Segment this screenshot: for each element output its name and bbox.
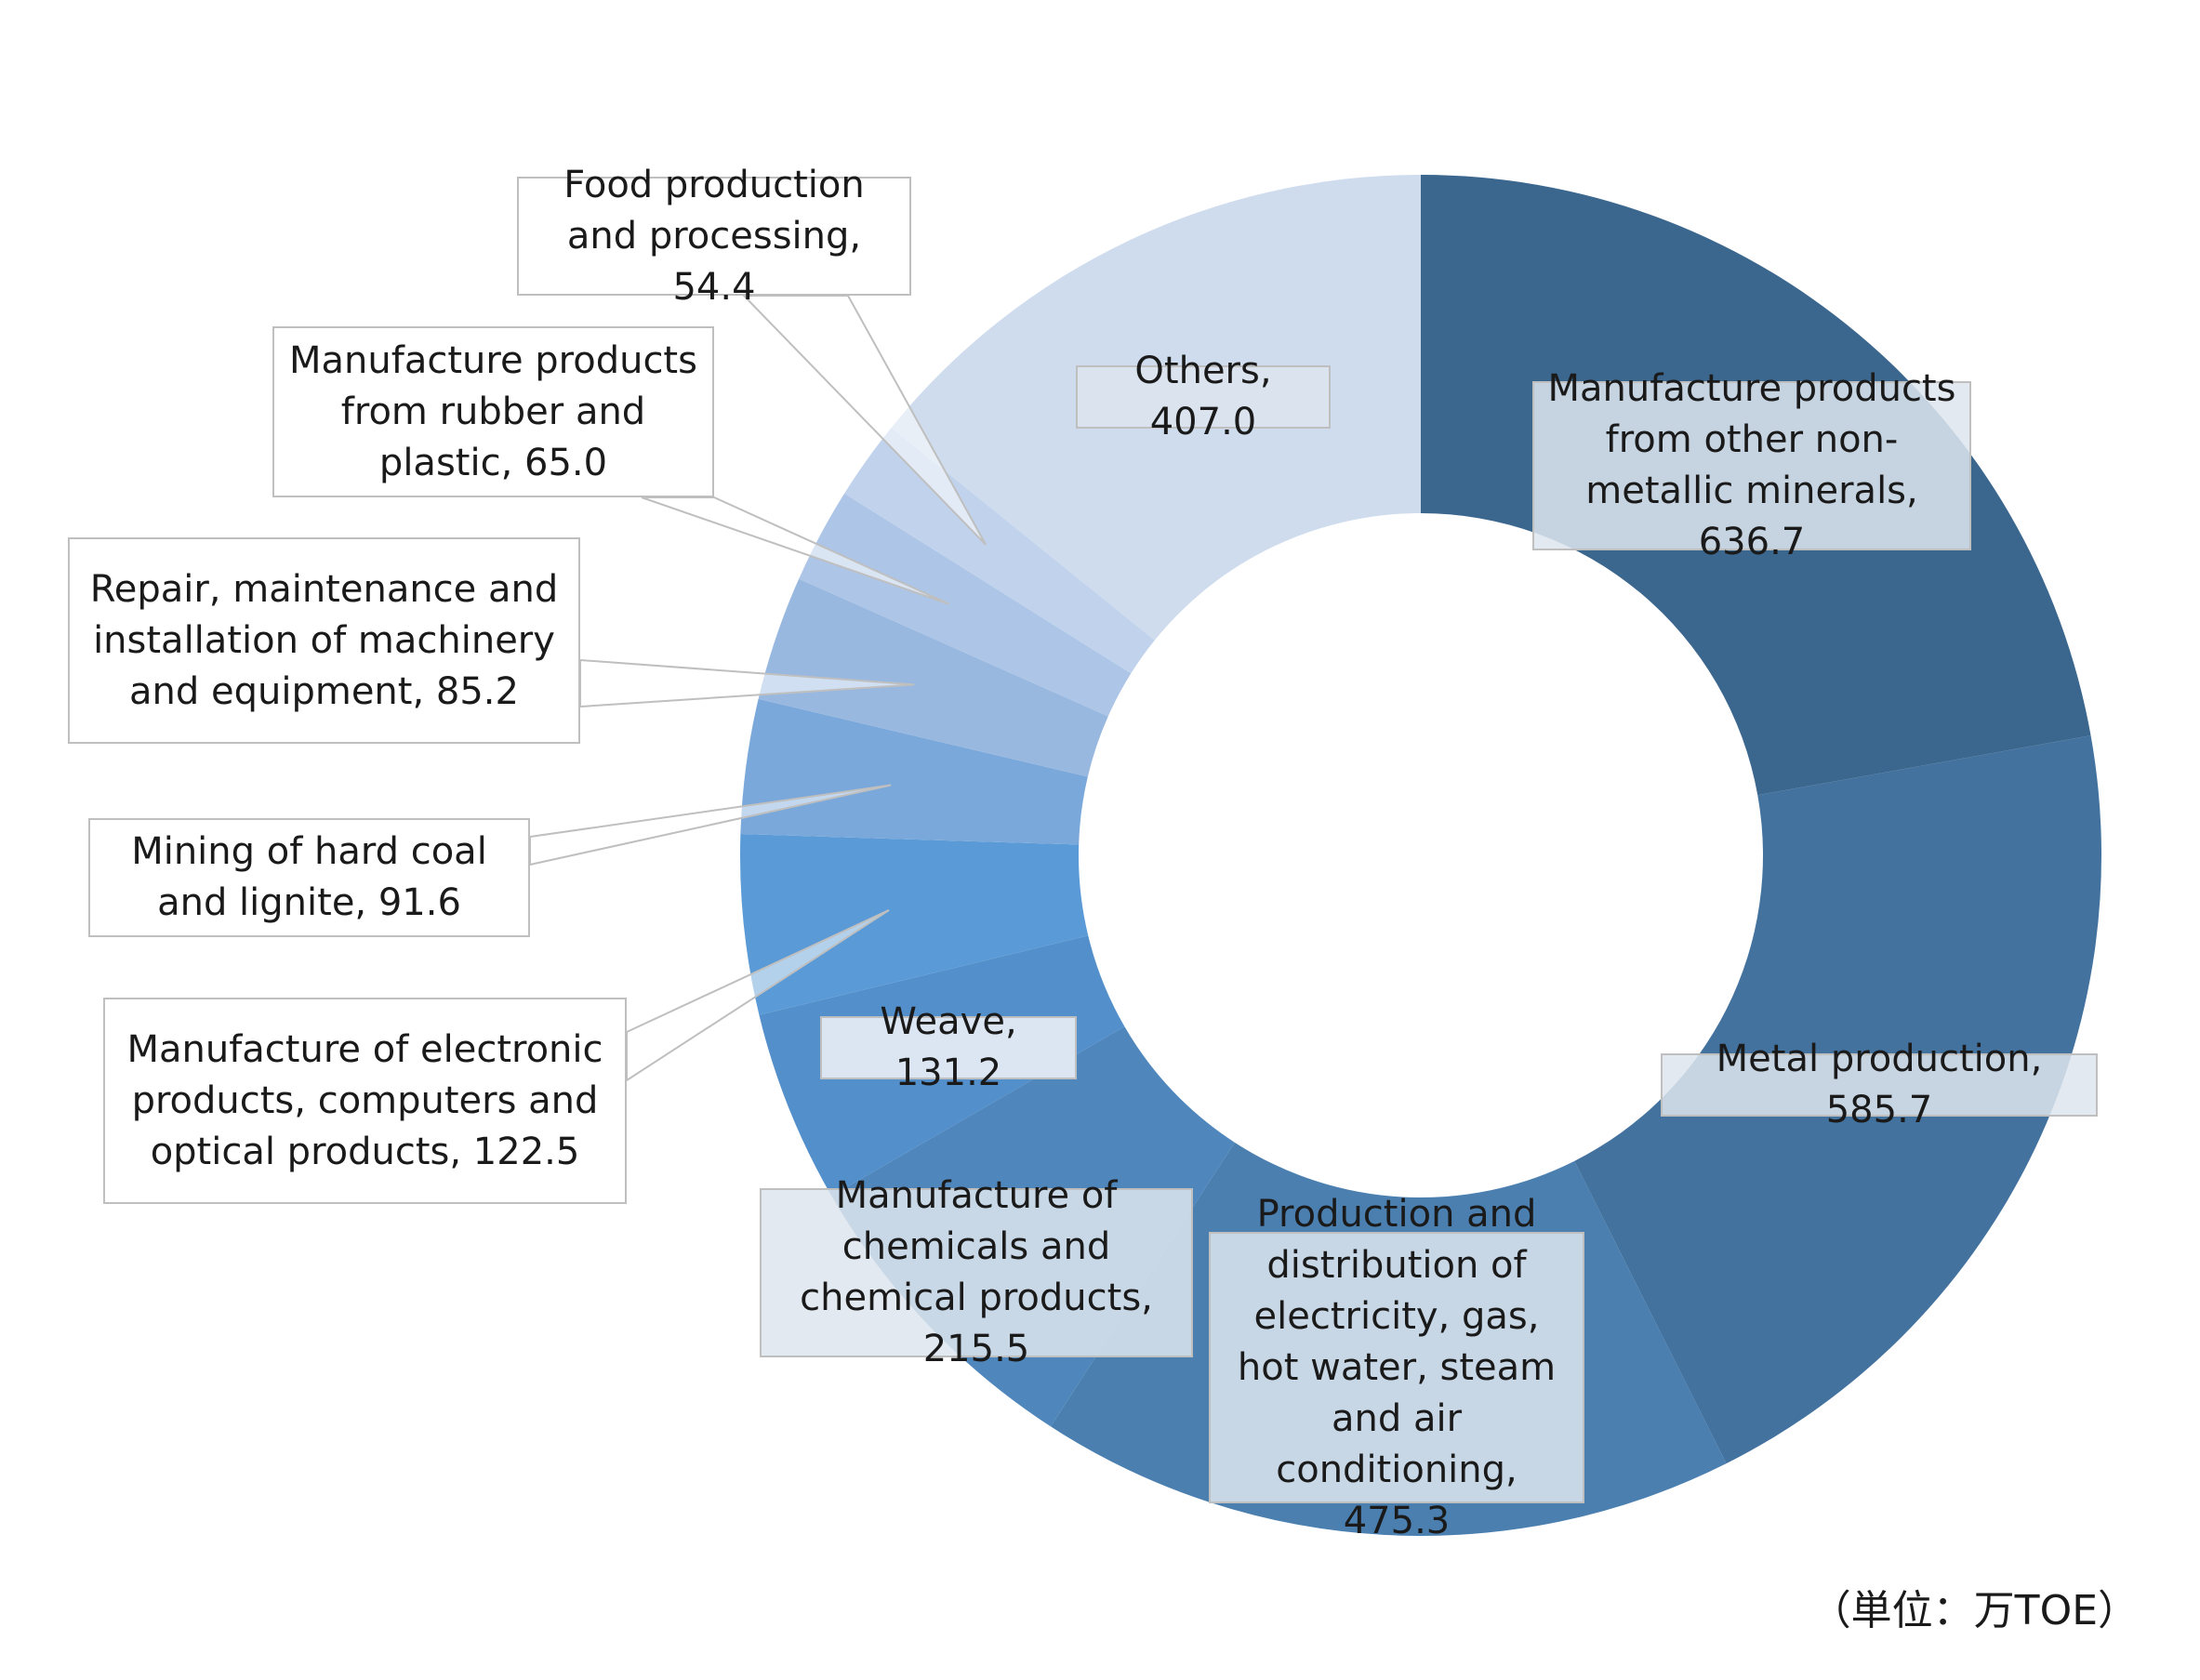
- label-repair-maintenance-text: Repair, maintenance and installation of …: [89, 567, 559, 713]
- label-coal-lignite-text: Mining of hard coal and lignite, 91.6: [131, 830, 487, 924]
- label-others-text: Others, 407.0: [1134, 350, 1272, 443]
- slice-7: [758, 578, 1108, 777]
- slice-6: [740, 698, 1088, 845]
- leader-wedge-9: [741, 295, 987, 546]
- label-rubber-plastic: Manufacture products from rubber and pla…: [272, 326, 714, 497]
- label-rubber-plastic-text: Manufacture products from rubber and pla…: [289, 338, 697, 484]
- slice-9: [844, 427, 1155, 674]
- label-non-metallic-minerals-text: Manufacture products from other non-meta…: [1547, 367, 1956, 563]
- unit-note: （単位：万TOE）: [1809, 1587, 2139, 1634]
- leader-wedge-8: [641, 496, 949, 605]
- label-weave-text: Weave, 131.2: [880, 1000, 1017, 1094]
- slice-5: [739, 834, 1089, 1015]
- label-food-production: Food production and processing, 54.4: [517, 164, 911, 309]
- label-electronic-products: Manufacture of electronic products, comp…: [103, 998, 627, 1204]
- label-metal-production: Metal production, 585.7: [1661, 1038, 2098, 1131]
- leader-wedge-5: [626, 909, 890, 1082]
- label-repair-maintenance: Repair, maintenance and installation of …: [68, 537, 580, 744]
- label-food-production-text: Food production and processing, 54.4: [563, 163, 865, 309]
- leader-wedge-6: [529, 784, 892, 866]
- label-non-metallic-minerals: Manufacture products from other non-meta…: [1532, 367, 1971, 563]
- slice-8: [799, 493, 1132, 717]
- label-chemicals-text: Manufacture of chemicals and chemical pr…: [800, 1174, 1153, 1370]
- label-electricity-gas: Production and distribution of electrici…: [1209, 1193, 1584, 1542]
- label-coal-lignite: Mining of hard coal and lignite, 91.6: [88, 818, 530, 937]
- label-metal-production-text: Metal production, 585.7: [1716, 1038, 2043, 1131]
- label-electronic-products-text: Manufacture of electronic products, comp…: [126, 1027, 603, 1173]
- label-electricity-gas-text: Production and distribution of electrici…: [1237, 1192, 1557, 1542]
- label-weave: Weave, 131.2: [820, 1000, 1077, 1094]
- leader-wedge-7: [579, 658, 915, 708]
- label-chemicals: Manufacture of chemicals and chemical pr…: [760, 1174, 1193, 1370]
- leader-lines: [529, 295, 987, 1082]
- label-others: Others, 407.0: [1076, 350, 1331, 443]
